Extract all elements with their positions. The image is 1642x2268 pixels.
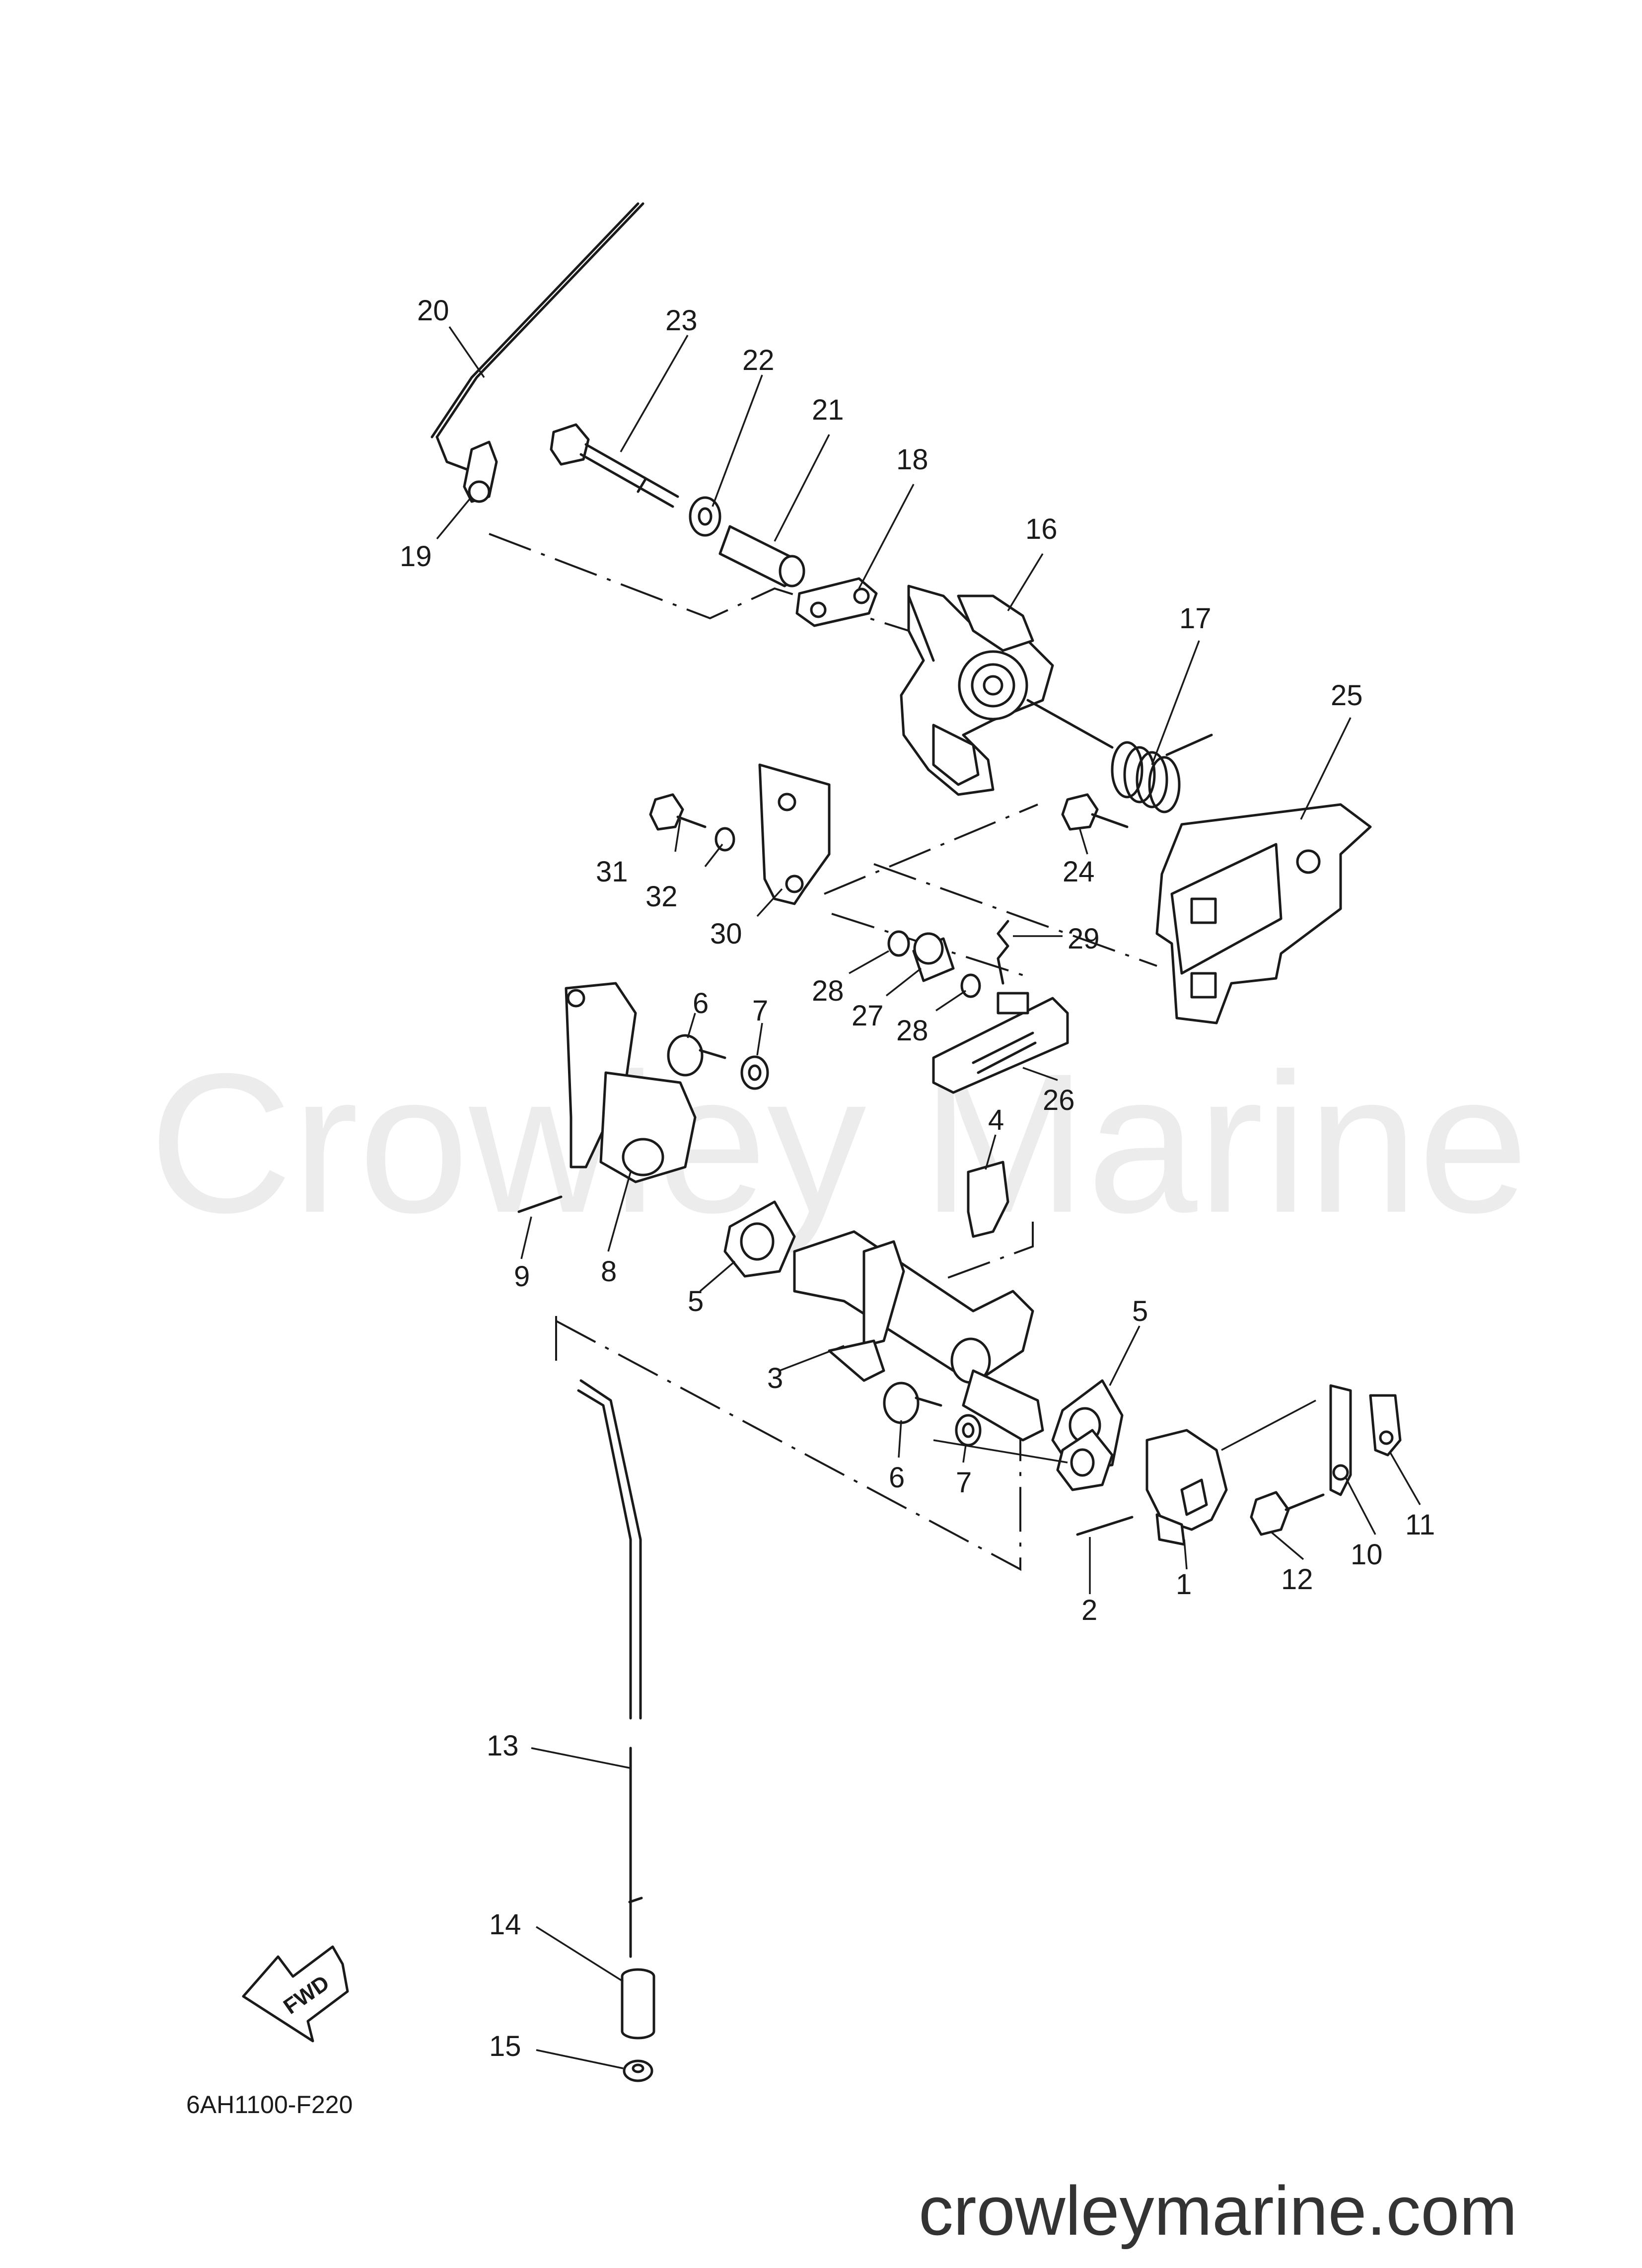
callout-8: 8: [601, 1255, 617, 1288]
part-25-bracket: [1155, 803, 1372, 1024]
part-5-cam-upper: [723, 1200, 796, 1278]
part-2-pin: [1076, 1516, 1134, 1536]
part-16-lever-assembly: [900, 585, 1054, 796]
part-6-bolt-upper: [667, 1034, 726, 1077]
callout-29: 29: [1068, 923, 1100, 955]
leader-lines: [436, 326, 1421, 2069]
callout-16: 16: [1025, 513, 1058, 545]
part-1-lever: [1145, 1429, 1228, 1546]
part-4-clip: [967, 1161, 1009, 1238]
callout-10: 10: [1351, 1538, 1383, 1571]
callout-14: 14: [489, 1908, 521, 1941]
callout-13: 13: [487, 1730, 519, 1762]
callout-11: 11: [1405, 1509, 1435, 1541]
part-6-bolt-lower: [883, 1382, 942, 1424]
callout-27: 27: [852, 1000, 884, 1032]
part-32-washer: [714, 827, 735, 852]
part-8-shift-lever: [565, 982, 697, 1183]
callout-21: 21: [812, 394, 844, 426]
callout-17: 17: [1179, 602, 1212, 635]
part-31-bolt: [649, 793, 707, 831]
callout-12: 12: [1281, 1563, 1313, 1596]
part-11-plate: [1369, 1394, 1402, 1457]
diagram-code: 6AH1100-F220: [186, 2091, 353, 2119]
part-9-pin: [517, 1195, 563, 1213]
part-18-link: [795, 577, 878, 627]
callout-6-lower: 6: [889, 1462, 905, 1494]
callout-18: 18: [896, 443, 928, 476]
callout-31: 31: [596, 856, 628, 888]
part-21-collar: [718, 525, 805, 587]
part-7-washer-lower: [955, 1414, 982, 1447]
callout-28-lower: 28: [896, 1015, 928, 1047]
callout-22: 22: [742, 344, 775, 376]
part-17-spring: [1026, 699, 1213, 813]
callout-2: 2: [1081, 1594, 1097, 1626]
callout-9: 9: [514, 1260, 530, 1293]
callout-15: 15: [489, 2030, 521, 2062]
callouts: 1 2 3 4 5 5 6 6 7 7 8 9 10 11 12 13 14 1…: [400, 294, 1435, 2062]
part-10-plate: [1221, 1384, 1352, 1496]
part-28-washer-lower: [960, 973, 981, 998]
part-27-collar: [912, 932, 955, 982]
fwd-arrow-icon: FWD: [242, 1945, 349, 2043]
callout-28-upper: 28: [812, 975, 844, 1007]
callout-6-upper: 6: [693, 987, 709, 1020]
part-30-plate: [758, 763, 831, 905]
part-23-bolt: [550, 423, 679, 508]
callout-30: 30: [710, 918, 742, 950]
callout-7-upper: 7: [752, 995, 768, 1027]
part-3-shift-shaft: [793, 1230, 1044, 1442]
part-15-nut: [623, 2059, 653, 2082]
callout-20: 20: [417, 294, 449, 327]
callout-5-middle: 5: [1132, 1295, 1148, 1327]
callout-24: 24: [1063, 856, 1095, 888]
part-20-shift-rod: [430, 202, 644, 471]
callout-32: 32: [645, 880, 678, 913]
callout-7-lower: 7: [956, 1466, 972, 1499]
part-13-control-rod: [577, 1379, 643, 1958]
callout-4: 4: [988, 1104, 1004, 1136]
callout-19: 19: [400, 540, 432, 573]
part-5-cam-lower: [933, 1429, 1114, 1491]
callout-23: 23: [665, 304, 698, 337]
callout-3: 3: [767, 1362, 783, 1394]
callout-5-upper: 5: [688, 1285, 704, 1317]
part-29-pin: [997, 920, 1009, 985]
callout-25: 25: [1331, 679, 1363, 712]
part-24-bolt: [1061, 793, 1129, 831]
part-19-rod-joint: [463, 440, 498, 503]
part-26-slider: [932, 992, 1069, 1094]
part-22-washer: [689, 496, 721, 537]
callout-1: 1: [1176, 1568, 1192, 1601]
part-7-washer-upper: [740, 1055, 769, 1090]
part-28-washer-upper: [887, 930, 910, 957]
part-12-bolt: [1250, 1491, 1325, 1536]
watermark-text: Crowley Marine: [149, 1032, 1529, 1255]
part-14-joint: [621, 1968, 655, 2040]
website-text: crowleymarine.com: [919, 2172, 1517, 2250]
callout-26: 26: [1043, 1084, 1075, 1116]
